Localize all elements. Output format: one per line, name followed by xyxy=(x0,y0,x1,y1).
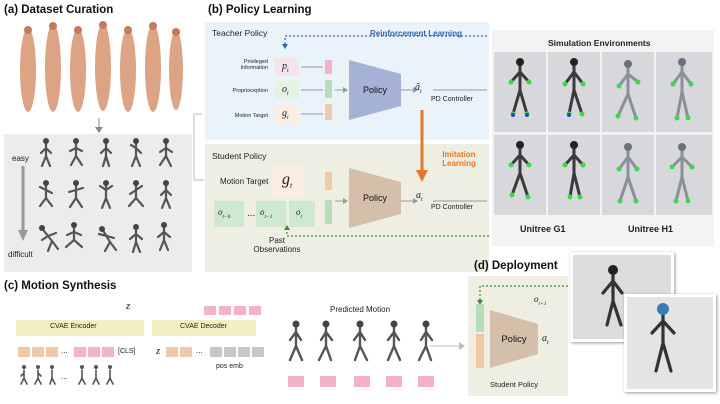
synthesis-to-deployment-arrow xyxy=(430,342,465,350)
teacher-action: ât xyxy=(415,82,422,95)
past-obs-symbol-2: ot−1 xyxy=(260,207,273,220)
difficult-label: difficult xyxy=(8,250,33,259)
teacher-policy-label: Policy xyxy=(362,85,387,95)
encoder-z-label: z xyxy=(126,300,131,312)
decoder-ellipsis: ... xyxy=(196,346,203,355)
synthesis-tokens xyxy=(18,306,264,385)
cvae-decoder-label: CVAE Decoder xyxy=(180,323,227,330)
privileged-info-label: Privileged Information xyxy=(240,59,268,71)
easy-label: easy xyxy=(12,154,29,163)
teacher-goal-symbol: gt xyxy=(282,108,289,121)
student-pd-controller: PD Controller xyxy=(431,204,474,211)
deployment-photo-h1 xyxy=(624,294,716,392)
policy-section-title: (b) Policy Learning xyxy=(208,4,312,16)
synthesis-section-title: (c) Motion Synthesis xyxy=(4,280,117,292)
student-motion-target-label: Motion Target xyxy=(220,177,269,186)
cvae-decoder-box xyxy=(152,320,256,336)
cvae-encoder-box xyxy=(16,320,144,336)
robot-label-h1: Unitree H1 xyxy=(628,224,674,234)
pos-emb-label: pos emb xyxy=(216,363,243,370)
deploy-feedback-arrow xyxy=(477,285,568,305)
privileged-symbol: pt xyxy=(282,61,289,74)
student-concat-green xyxy=(325,200,332,224)
rl-label: Reinforcement Learning xyxy=(370,29,463,38)
teacher-arrows xyxy=(282,35,489,115)
deploy-goal-token xyxy=(476,334,484,368)
past-obs-ellipsis: ... xyxy=(247,208,256,219)
proprio-symbol: ot xyxy=(282,84,289,97)
student-panel xyxy=(205,144,489,272)
student-action: at xyxy=(416,190,423,203)
human-motion-strip xyxy=(20,21,183,112)
teacher-concat-pink xyxy=(325,60,332,74)
teacher-panel xyxy=(205,22,489,140)
encoder-seq-ellipsis: ... xyxy=(61,372,68,381)
past-obs-symbol-3: ot xyxy=(296,207,303,220)
student-title: Student Policy xyxy=(212,151,267,161)
sim-robots xyxy=(508,58,695,204)
teacher-concat-green xyxy=(325,80,332,98)
deploy-policy-label: Policy xyxy=(501,333,527,345)
teacher-title: Teacher Policy xyxy=(212,28,268,38)
teacher-goal-token xyxy=(275,105,299,123)
encoder-ellipsis: ... xyxy=(61,346,68,355)
imitation-arrow xyxy=(416,110,428,182)
teacher-motion-target-label: Motion Target xyxy=(234,113,268,119)
dataset-section-title: (a) Dataset Curation xyxy=(4,4,114,16)
proprio-token xyxy=(275,81,299,99)
deploy-policy-trapezoid xyxy=(490,310,538,368)
cls-token-label: [CLS] xyxy=(118,348,136,355)
student-policy-label: Policy xyxy=(362,193,387,203)
student-goal-token xyxy=(272,166,304,196)
student-concat-peach xyxy=(325,172,332,190)
privileged-token xyxy=(275,58,299,76)
predicted-motion-figures xyxy=(288,320,434,387)
past-obs-token-3 xyxy=(289,201,315,227)
robot-pose-grid xyxy=(38,138,174,254)
deployment-section-title: (d) Deployment xyxy=(474,260,558,272)
student-policy-trapezoid xyxy=(349,168,401,228)
difficulty-arrow xyxy=(18,166,28,241)
cvae-encoder-label: CVAE Encoder xyxy=(50,323,97,330)
past-obs-token-2 xyxy=(256,201,286,227)
predicted-motion-label: Predicted Motion xyxy=(330,305,391,314)
robot-label-g1: Unitree G1 xyxy=(520,224,566,234)
past-obs-symbol-1: ot−h xyxy=(218,207,231,220)
deploy-action: at xyxy=(542,333,549,346)
proprioception-label: Proprioception xyxy=(232,88,268,94)
decoder-z-label: z xyxy=(156,345,161,357)
deployment-robots xyxy=(601,265,676,373)
feedback-left-arrow xyxy=(193,113,204,181)
teacher-concat-peach xyxy=(325,104,332,120)
teacher-pd-controller: PD Controller xyxy=(431,96,474,103)
past-observations-label: Past Observations xyxy=(253,236,301,254)
teacher-policy-trapezoid xyxy=(349,60,401,120)
deploy-caption: Student Policy xyxy=(490,380,538,389)
simulation-title: Simulation Environments xyxy=(548,38,651,48)
student-goal-symbol: gt xyxy=(282,171,293,191)
curation-arrow xyxy=(95,118,103,133)
il-label: Imitation Learning xyxy=(442,150,476,168)
deploy-obs-token xyxy=(476,304,484,332)
past-obs-token-1 xyxy=(214,201,244,227)
deploy-obs-symbol: ot+1 xyxy=(534,294,547,307)
